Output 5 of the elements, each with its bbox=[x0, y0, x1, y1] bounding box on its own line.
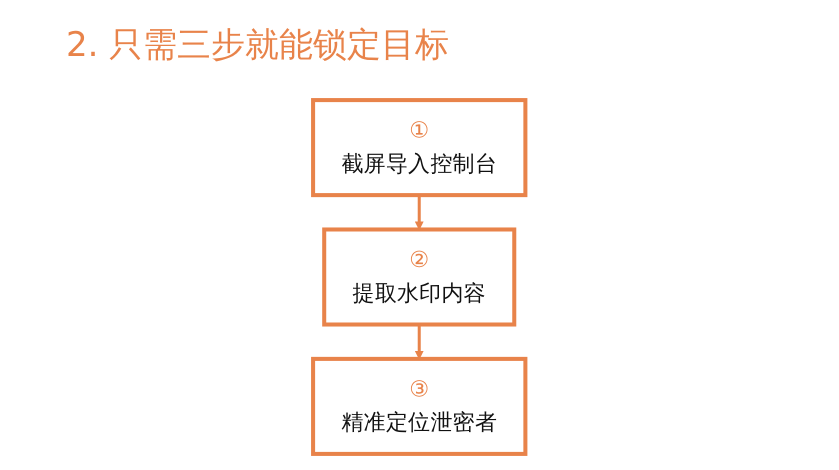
node-box: ② 提取水印内容 bbox=[322, 227, 517, 327]
node-box: ① 截屏导入控制台 bbox=[311, 98, 528, 198]
title: 2. 只需三步就能锁定目标 bbox=[66, 24, 450, 67]
node-box: ③ 精准定位泄密者 bbox=[311, 356, 528, 456]
arrow bbox=[415, 195, 424, 230]
